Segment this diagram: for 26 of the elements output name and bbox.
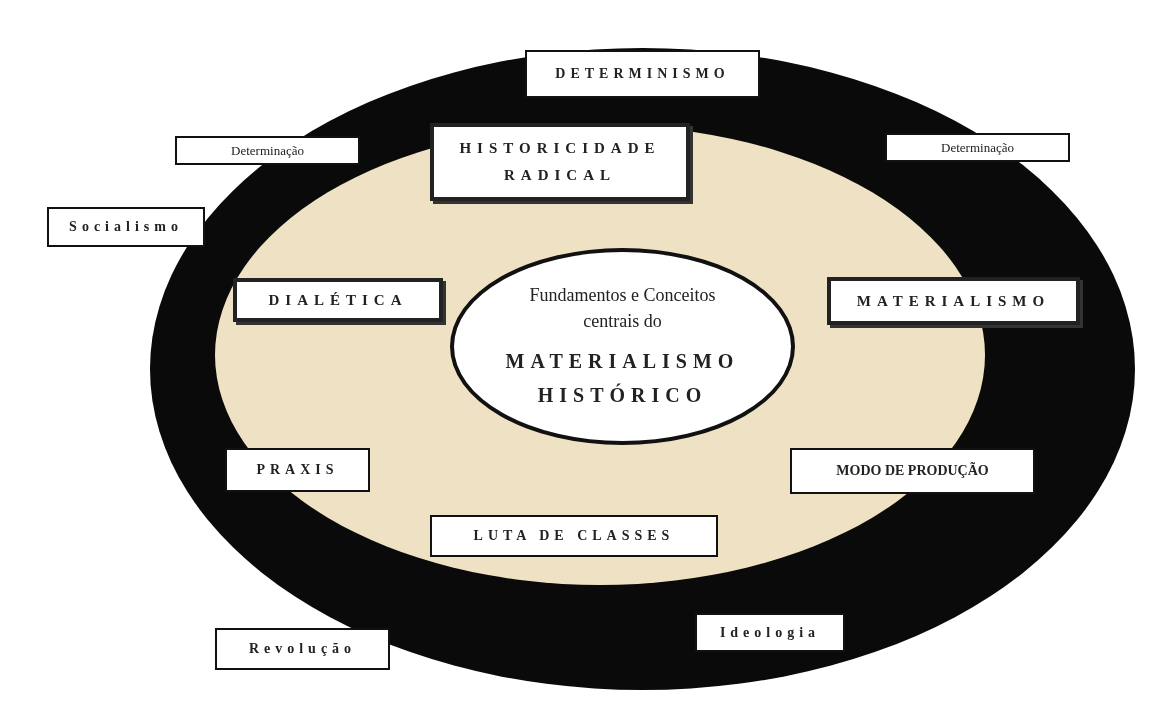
concept-box — [430, 123, 690, 201]
concept-box — [47, 207, 205, 247]
concept-box — [790, 448, 1035, 494]
concept-label: DIALÉTICA — [268, 290, 408, 310]
concept-box — [525, 50, 760, 98]
concept-box — [430, 515, 718, 557]
concept-box — [233, 278, 443, 322]
concept-box — [225, 448, 370, 492]
concept-box — [175, 136, 360, 165]
concept-label: MATERIALISMO — [856, 291, 1051, 311]
concept-label: Socialismo — [69, 218, 183, 237]
concept-label: HISTORICIDADE RADICAL — [458, 139, 662, 185]
concept-label: PRAXIS — [256, 461, 339, 480]
concept-box — [885, 133, 1070, 162]
concept-box — [827, 277, 1080, 325]
central-title: MATERIALISMO HISTÓRICO — [504, 348, 741, 408]
subtitle-text: Fundamentos e Conceitos centrais do — [528, 283, 717, 333]
concept-label: LUTA DE CLASSES — [473, 527, 675, 546]
concept-box — [215, 628, 390, 670]
concept-label: MODO DE PRODUÇÃO — [836, 461, 989, 481]
concept-label: Revolução — [248, 640, 357, 659]
concept-box — [695, 613, 845, 652]
concept-label: Ideologia — [719, 623, 821, 642]
concept-label: DETERMINISMO — [555, 65, 730, 84]
concept-label: Determinação — [231, 141, 304, 160]
concept-label: Determinação — [941, 138, 1014, 157]
